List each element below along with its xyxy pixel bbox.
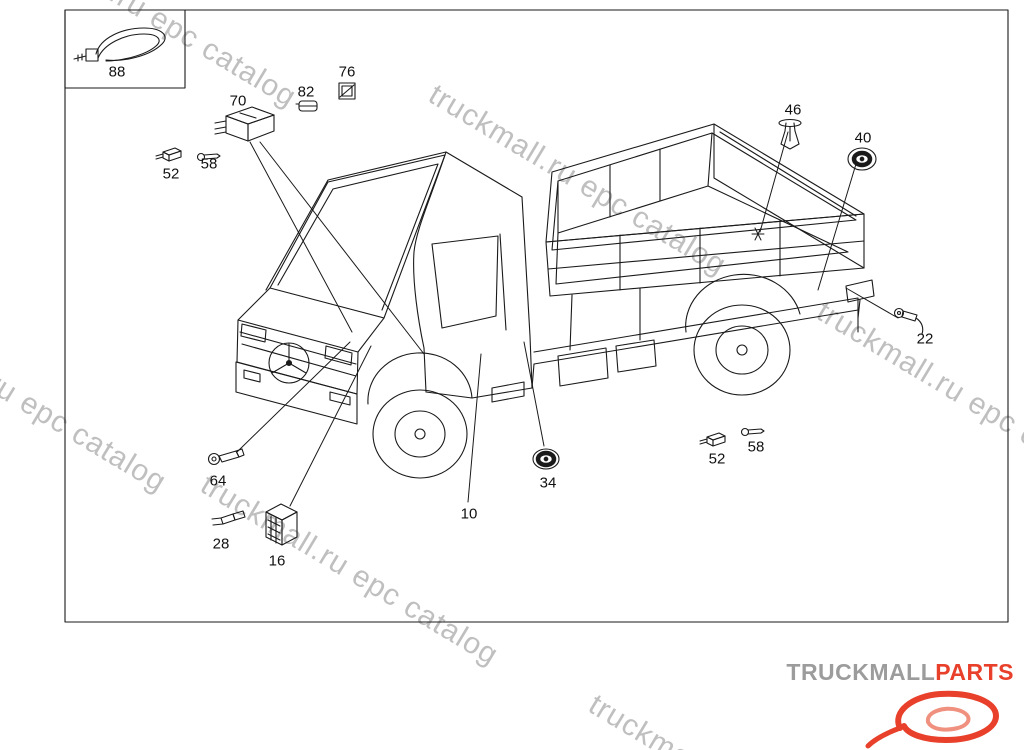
part-icon-ring-terminal-64 bbox=[207, 448, 245, 466]
part-icon-connector-52-front bbox=[155, 147, 182, 162]
callout-64: 64 bbox=[209, 472, 227, 490]
diagram-border bbox=[64, 9, 1009, 623]
logo-text-gray: TRUCKMALL bbox=[786, 659, 936, 685]
callout-10: 10 bbox=[460, 505, 478, 523]
callout-82: 82 bbox=[297, 83, 315, 101]
part-icon-sleeve-82 bbox=[295, 100, 318, 112]
part-icon-clip-46 bbox=[778, 118, 802, 150]
leader-lines bbox=[236, 131, 899, 507]
part-icon-cable-tie bbox=[73, 27, 166, 62]
part-icon-relay-76 bbox=[338, 82, 356, 100]
part-icon-fuse-box-16 bbox=[265, 503, 298, 546]
callout-52-front: 52 bbox=[162, 165, 180, 183]
legend-box bbox=[64, 9, 186, 89]
part-icon-connector-52-rear bbox=[699, 432, 726, 447]
part-icon-grommet-40 bbox=[847, 147, 877, 171]
logo-swirl-icon bbox=[865, 690, 999, 749]
logo-text-red: PARTS bbox=[935, 659, 1014, 685]
callout-22: 22 bbox=[916, 330, 934, 348]
callout-88: 88 bbox=[108, 63, 126, 81]
callout-70: 70 bbox=[229, 92, 247, 110]
callout-58-front: 58 bbox=[200, 155, 218, 173]
part-icon-terminal-28 bbox=[211, 510, 246, 526]
truck-illustration bbox=[235, 123, 875, 479]
callout-46: 46 bbox=[784, 101, 802, 119]
callout-40: 40 bbox=[854, 129, 872, 147]
callout-28: 28 bbox=[212, 535, 230, 553]
attachment-asterisk bbox=[751, 227, 765, 241]
callout-76: 76 bbox=[338, 63, 356, 81]
part-icon-connector-70 bbox=[214, 106, 275, 142]
callout-58-rear: 58 bbox=[747, 438, 765, 456]
truckmall-logo: TRUCKMALLPARTS bbox=[786, 659, 1014, 686]
callout-16: 16 bbox=[268, 552, 286, 570]
callout-52-rear: 52 bbox=[708, 450, 726, 468]
part-icon-screw-58-front bbox=[196, 152, 221, 162]
part-icon-screw-58-rear bbox=[740, 427, 765, 437]
callout-34: 34 bbox=[539, 474, 557, 492]
part-icon-terminal-22 bbox=[893, 307, 924, 335]
part-icon-grommet-34 bbox=[532, 448, 560, 470]
